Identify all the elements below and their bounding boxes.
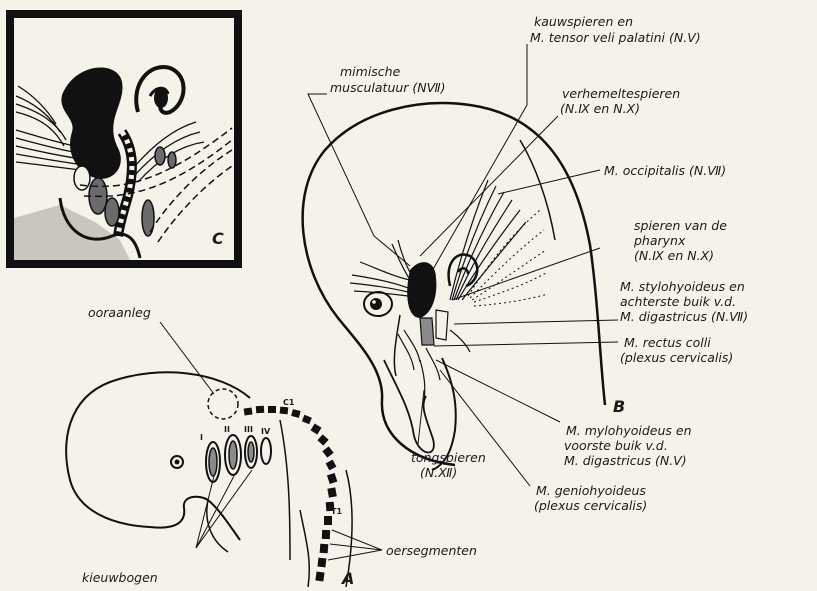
leader-tongspieren [418,390,424,444]
panel-a-arches [206,435,271,482]
c1-label: C1 [283,398,295,407]
label-verhemelte-1: verhemeltespieren [562,86,680,101]
panel-b-jaw [384,360,434,453]
arch-iii-label: III [244,425,253,434]
label-rectus-1: M. rectus colli [624,335,711,350]
label-stylo-2: achterste buik v.d. [620,294,736,309]
panel-c: C [6,10,242,268]
label-occipitalis: M. occipitalis (N.Ⅶ) [604,163,726,178]
label-oersegmenten: oersegmenten [386,543,477,558]
panel-b-dotted-fan [468,210,548,306]
label-mylo-2: voorste buik v.d. [564,438,668,453]
panel-a-head-outline [66,372,250,540]
panel-b-inner-line [520,140,555,240]
panel-b-ear-icon [449,254,478,286]
label-tong-1: tongspieren [411,450,486,465]
label-mimische-2: musculatuur (NⅦ) [330,80,446,95]
panel-b-cheek [394,315,400,376]
label-pharynx-3: (N.Ⅸ en N.Ⅹ) [634,248,714,263]
label-mimische-1: mimische [340,64,401,79]
leader-verhemelte [420,116,558,256]
leader-ooraanleg [160,322,214,394]
label-ooraanleg: ooraanleg [88,305,151,320]
leader-mylohyoideus [436,360,560,422]
label-pharynx-2: pharynx [633,233,686,248]
label-stylo-1: M. stylohyoideus en [620,279,745,294]
panel-b-eye-icon [364,292,392,316]
label-kauw-1: kauwspieren en [534,14,633,29]
panel-a-body-line-2 [300,510,309,587]
leader-mimische [308,94,410,266]
t1-label: T1 [331,507,342,516]
label-genio-2: (plexus cervicalis) [534,498,647,513]
panel-b-occipital-fibers [450,180,526,300]
panel-a-ear-anlage [208,389,238,419]
label-verhemelte-2: (N.Ⅸ en N.Ⅹ) [560,101,640,116]
panel-b: B [303,103,626,470]
leader-occipitalis [498,170,600,194]
label-tong-2: (N.Ⅻ) [420,465,457,480]
leader-oersegmenten-3 [328,550,382,560]
leader-kieuwbogen-1 [196,476,214,548]
panel-a-body-line [280,420,290,560]
panel-a-eye-icon [171,456,183,468]
leader-rectus [434,342,618,346]
label-genio-1: M. geniohyoideus [536,483,646,498]
panel-c-letter: C [212,229,224,248]
label-mylo-3: M. digastricus (N.Ⅴ) [564,453,687,468]
leader-kieuwbogen-2 [196,476,234,548]
arch-iv-label: IV [261,427,271,436]
label-pharynx-1: spieren van de [634,218,727,233]
label-mylo-1: M. mylohyoideus en [566,423,692,438]
panel-a: A C1 T1 I II III IV [66,372,354,587]
arch-i-label: I [200,433,203,442]
label-kieuwbogen: kieuwbogen [82,570,158,585]
panel-a-letter: A [340,569,354,587]
arch-ii-label: II [224,425,230,434]
label-stylo-3: M. digastricus (N.Ⅶ) [620,309,748,324]
panel-b-facial-fibers [350,240,412,296]
leader-kieuwbogen-3 [196,470,252,548]
label-rectus-2: (plexus cervicalis) [620,350,733,365]
panel-b-letter: B [613,397,625,416]
leader-stylohyoideus [454,320,618,324]
label-kauw-2: M. tensor veli palatini (N.Ⅴ) [530,30,701,45]
